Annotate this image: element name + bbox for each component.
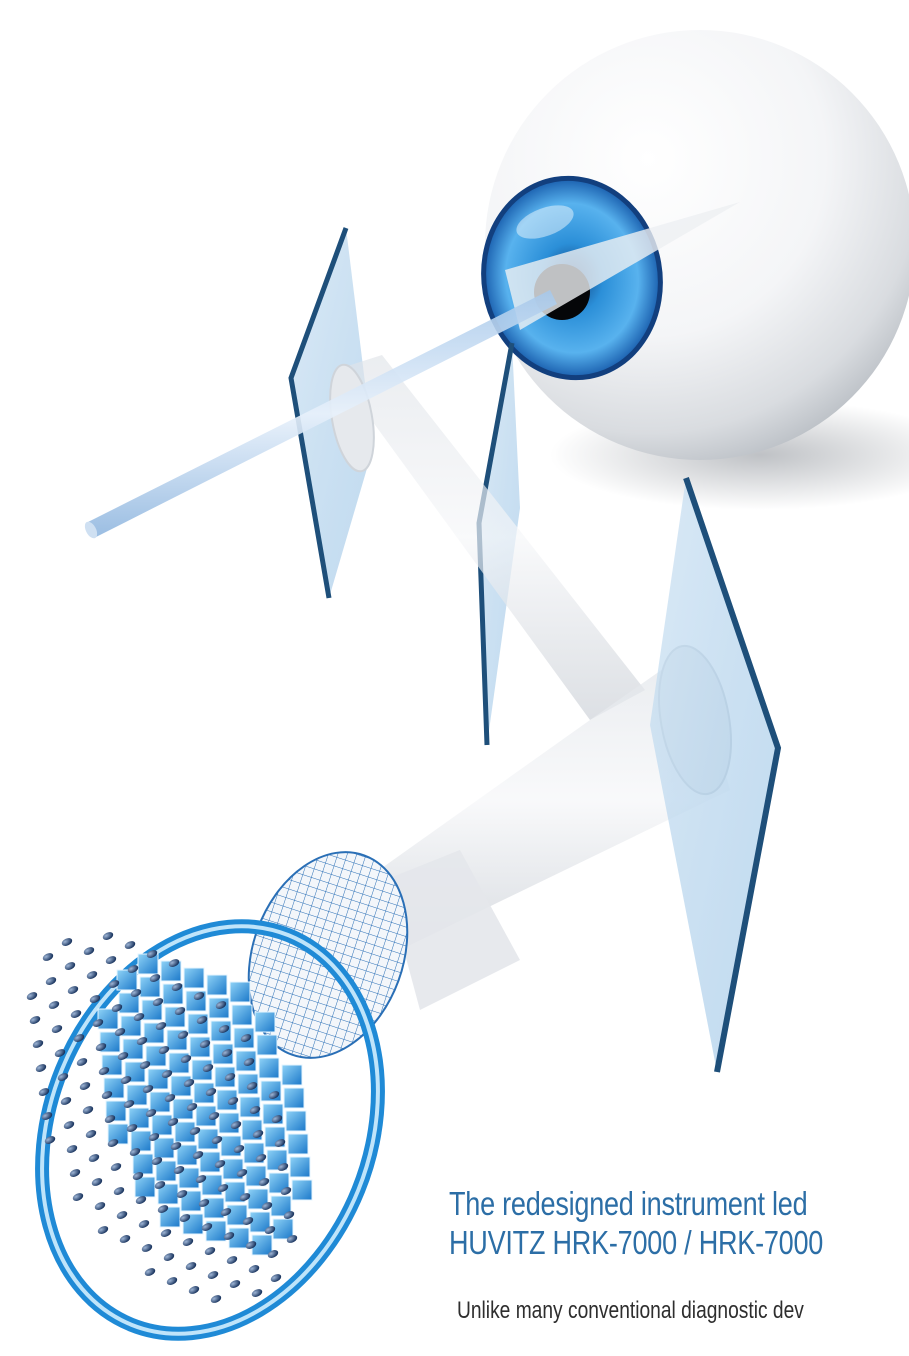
lenslet-dot [204, 1246, 217, 1257]
sensor-tile [255, 1012, 275, 1032]
lenslet-dot [32, 1039, 45, 1050]
sensor-tile [286, 1111, 306, 1131]
lenslet-dot [270, 1273, 283, 1284]
lenslet-dot [226, 1255, 239, 1266]
headline-line-1: The redesigned instrument led [449, 1186, 807, 1222]
lenslet-dot [188, 1285, 201, 1296]
sensor-tile [190, 1037, 210, 1057]
lenslet-dot [69, 1168, 82, 1179]
lenslet-dot [86, 970, 99, 981]
lenslet-dot [60, 1096, 73, 1107]
lenslet-dot [251, 1288, 264, 1299]
lenslet-dot [26, 991, 39, 1002]
headline-line-2: HUVITZ HRK-7000 / HRK-7000 [449, 1225, 823, 1261]
lenslet-dot [72, 1192, 85, 1203]
lenslet-dot [51, 1024, 64, 1035]
lenslet-dot [113, 1186, 126, 1197]
lenslet-dot [116, 1210, 129, 1221]
sensor-tile [290, 1157, 310, 1177]
lenslet-dot [160, 1228, 173, 1239]
sensor-tile [117, 970, 137, 990]
lenslet-dot [88, 1153, 101, 1164]
lenslet-dot [35, 1063, 48, 1074]
lenslet-dot [70, 1009, 83, 1020]
lenslet-dot [110, 1162, 123, 1173]
lenslet-dot [94, 1201, 107, 1212]
lenslet-dot [166, 1276, 179, 1287]
lenslet-dot [29, 1015, 42, 1026]
sensor-tile [282, 1065, 302, 1085]
sensor-tile [273, 1219, 293, 1239]
sensor-tile [135, 1177, 155, 1197]
lenslet-dot [144, 1267, 157, 1278]
lenslet-dot [76, 1057, 89, 1068]
lenslet-dot [63, 1120, 76, 1131]
sensor-tile [232, 1005, 252, 1025]
lenslet-dot [48, 1000, 61, 1011]
sensor-tile [288, 1134, 308, 1154]
lenslet-dot [97, 1225, 110, 1236]
lenslet-dot [83, 946, 96, 957]
lenslet-dot [229, 1279, 242, 1290]
sensor-tile [284, 1088, 304, 1108]
lenslet-dot [85, 1129, 98, 1140]
sensor-tile [230, 982, 250, 1002]
lenslet-dot [138, 1219, 151, 1230]
lenslet-dot [42, 952, 55, 963]
sensor-tile [133, 1154, 153, 1174]
lenslet-dot [66, 1144, 79, 1155]
lenslet-dot [91, 1177, 104, 1188]
sensor-tile [259, 1058, 279, 1078]
lenslet-dot [82, 1105, 95, 1116]
lenslet-dot [141, 1243, 154, 1254]
lenslet-dot [102, 931, 115, 942]
lenslet-dot [185, 1261, 198, 1272]
lenslet-dot [163, 1252, 176, 1263]
lenslet-dot [210, 1294, 223, 1305]
lenslet-dot [248, 1264, 261, 1275]
sensor-tile [156, 1161, 176, 1181]
lenslet-dot [182, 1237, 195, 1248]
lenslet-dot [64, 961, 77, 972]
sensor-tile [150, 1092, 170, 1112]
sensor-tile [184, 968, 204, 988]
sensor-tile [131, 1131, 151, 1151]
body-text: Unlike many conventional diagnostic dev [457, 1297, 804, 1325]
lenslet-dot [61, 937, 74, 948]
lenslet-dot [45, 976, 58, 987]
sensor-tile [207, 975, 227, 995]
sensor-tile [98, 1009, 118, 1029]
lenslet-dot [119, 1234, 132, 1245]
sensor-tile [257, 1035, 277, 1055]
lenslet-dot [79, 1081, 92, 1092]
glass-plate-3 [650, 478, 778, 1072]
lenslet-dot [207, 1270, 220, 1281]
lenslet-dot [67, 985, 80, 996]
lenslet-dot [124, 940, 137, 951]
sensor-tile [292, 1180, 312, 1200]
lenslet-dot [105, 955, 118, 966]
